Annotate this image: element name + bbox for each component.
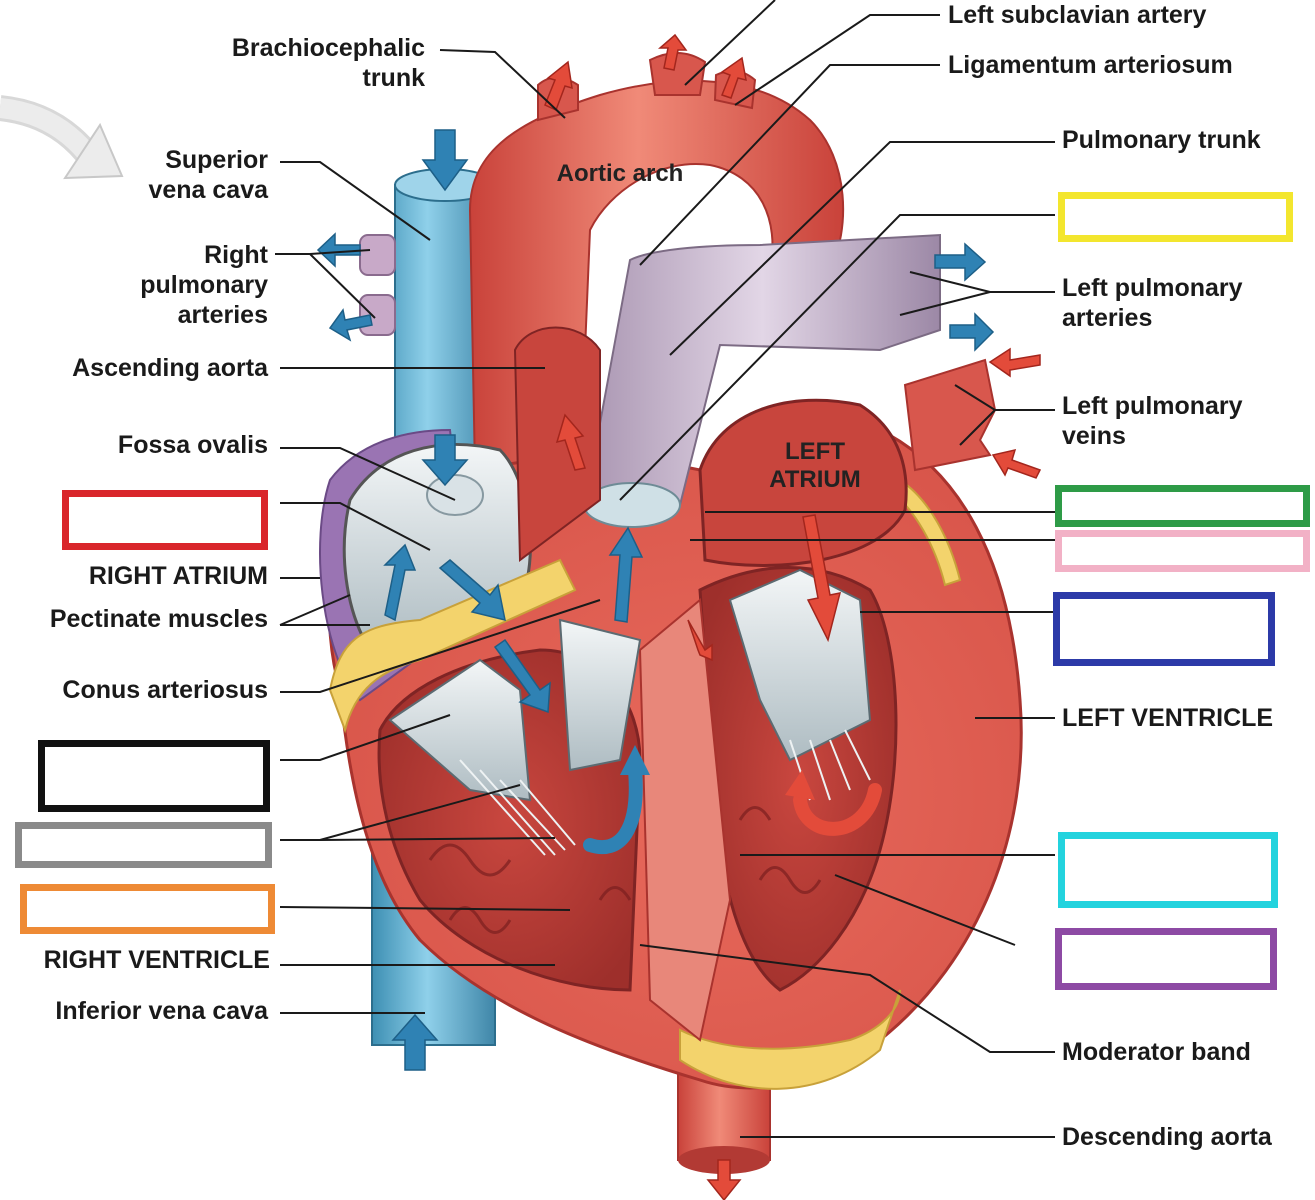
pointer-arrow-icon — [0, 95, 124, 180]
label-left-subclavian-artery: Left subclavian artery — [948, 1, 1207, 29]
leader-lines — [275, 0, 1055, 1138]
label-superior-vena-cava: Superior vena cava — [148, 146, 268, 204]
blank-box-purple[interactable] — [1055, 928, 1277, 990]
label-pulmonary-trunk: Pulmonary trunk — [1062, 126, 1261, 154]
label-fossa-ovalis: Fossa ovalis — [117, 431, 268, 459]
label-pectinate-muscles: Pectinate muscles — [49, 605, 268, 633]
label-right-ventricle: RIGHT VENTRICLE — [43, 946, 270, 974]
label-ascending-aorta: Ascending aorta — [72, 354, 268, 382]
label-left-pulmonary-veins: Left pulmonary veins — [1062, 392, 1243, 450]
pulmonary-trunk-shape — [583, 233, 941, 506]
label-descending-aorta: Descending aorta — [1062, 1123, 1272, 1151]
label-inferior-vena-cava: Inferior vena cava — [55, 997, 268, 1025]
blank-box-red[interactable] — [62, 490, 268, 550]
label-left-pulmonary-arteries: Left pulmonary arteries — [1062, 274, 1243, 332]
blank-box-orange[interactable] — [20, 884, 275, 934]
label-brachiocephalic-trunk: Brachiocephalic trunk — [231, 34, 425, 92]
label-moderator-band: Moderator band — [1062, 1038, 1251, 1066]
label-ligamentum-arteriosum: Ligamentum arteriosum — [948, 51, 1233, 79]
blank-box-black[interactable] — [38, 740, 270, 812]
left-atrium-shape — [698, 398, 908, 568]
blank-box-cyan[interactable] — [1058, 832, 1278, 908]
label-aortic-arch: Aortic arch — [556, 160, 684, 187]
label-left-ventricle: LEFT VENTRICLE — [1062, 704, 1274, 732]
blank-box-pink[interactable] — [1055, 530, 1310, 572]
blank-box-yellow[interactable] — [1058, 192, 1293, 242]
blank-box-green[interactable] — [1055, 485, 1310, 527]
blank-box-blue[interactable] — [1053, 592, 1275, 666]
blank-box-gray[interactable] — [15, 822, 272, 868]
label-left-atrium: LEFT ATRIUM — [769, 438, 861, 493]
label-right-atrium: RIGHT ATRIUM — [88, 562, 268, 590]
label-right-pulmonary-arteries: Right pulmonary arteries — [140, 241, 268, 329]
label-conus-arteriosus: Conus arteriosus — [62, 676, 268, 704]
